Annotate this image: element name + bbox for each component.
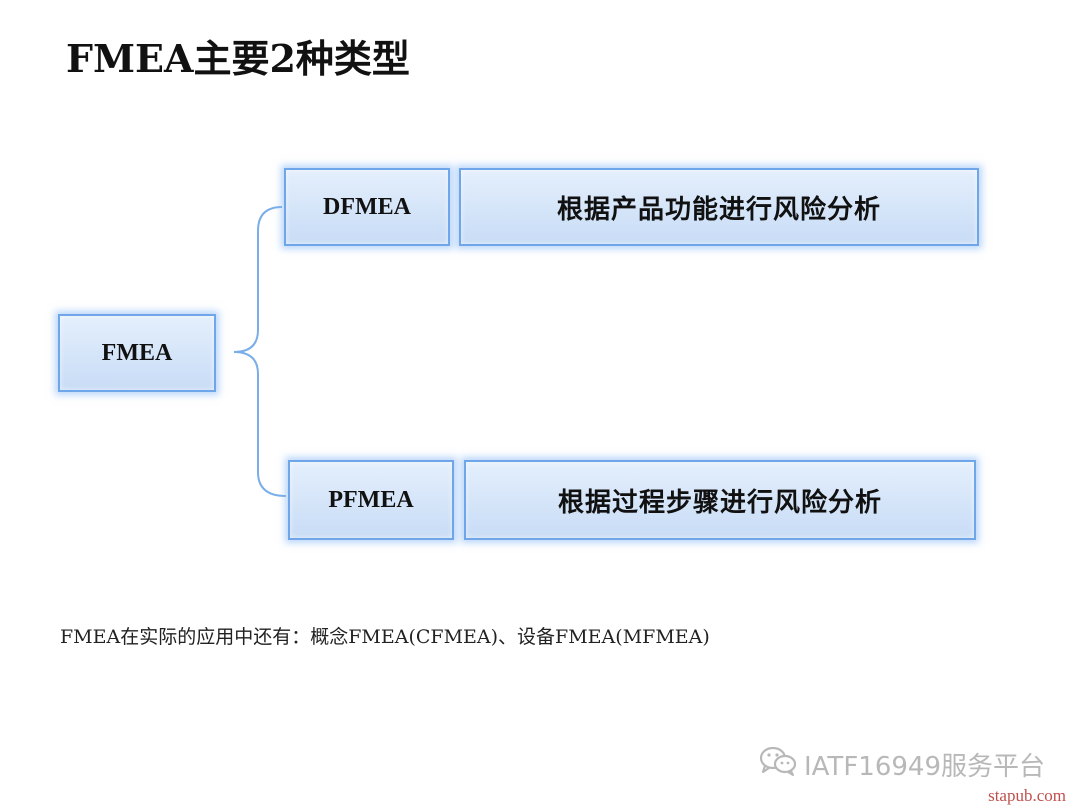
watermark-text: IATF16949服务平台 [804, 752, 1045, 782]
pfmea-node: PFMEA [288, 460, 454, 540]
pfmea-description-box: 根据过程步骤进行风险分析 [464, 460, 976, 540]
watermark: IATF16949服务平台 [758, 744, 1045, 785]
site-url[interactable]: stapub.com [988, 786, 1066, 805]
wechat-icon [758, 744, 798, 785]
dfmea-description-text: 根据产品功能进行风险分析 [556, 194, 881, 225]
root-node-label: FMEA [101, 339, 173, 366]
dfmea-description-box: 根据产品功能进行风险分析 [459, 168, 979, 246]
dfmea-node: DFMEA [284, 168, 450, 246]
root-node: FMEA [58, 314, 216, 392]
pfmea-node-label: PFMEA [328, 486, 414, 513]
dfmea-node-label: DFMEA [323, 193, 411, 220]
page-title: FMEA主要2种类型 [66, 36, 410, 81]
footnote-text: FMEA在实际的应用中还有：概念FMEA(CFMEA)、设备FMEA(MFMEA… [60, 626, 710, 648]
pfmea-description-text: 根据过程步骤进行风险分析 [557, 487, 882, 518]
